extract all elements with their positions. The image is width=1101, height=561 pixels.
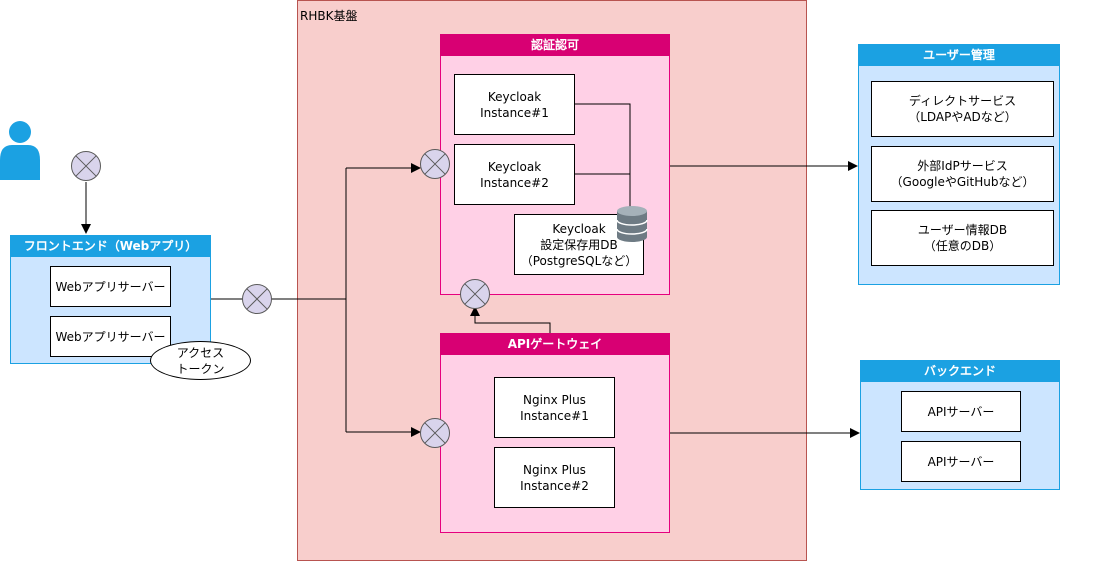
keycloak-instance-2[interactable]: Keycloak Instance#2	[454, 144, 575, 205]
access-token-ellipse[interactable]: アクセス トークン	[150, 341, 251, 380]
user-icon	[0, 121, 40, 180]
connector-gateway-entry	[420, 418, 450, 448]
connector-user	[71, 151, 101, 181]
web-app-server-2[interactable]: Webアプリサーバー	[50, 316, 171, 357]
nginx-instance-2[interactable]: Nginx Plus Instance#2	[494, 447, 615, 508]
connector-auth-entry	[420, 149, 450, 179]
keycloak-db-lines	[575, 103, 631, 214]
rhbk-platform-label: RHBK基盤	[300, 9, 358, 23]
user-info-db[interactable]: ユーザー情報DB （任意のDB）	[871, 210, 1054, 266]
keycloak-instance-1[interactable]: Keycloak Instance#1	[454, 74, 575, 135]
api-server-2[interactable]: APIサーバー	[901, 441, 1021, 482]
frontend-group-title: フロントエンド（Webアプリ）	[10, 235, 211, 257]
api-gateway-title: APIゲートウェイ	[440, 333, 670, 355]
api-server-1[interactable]: APIサーバー	[901, 391, 1021, 432]
database-icon	[616, 206, 648, 242]
auth-group-title: 認証認可	[440, 34, 670, 56]
backend-group-title: バックエンド	[860, 360, 1060, 382]
web-app-server-1[interactable]: Webアプリサーバー	[50, 266, 171, 307]
connector-auth-bottom	[460, 279, 490, 309]
nginx-instance-1[interactable]: Nginx Plus Instance#1	[494, 377, 615, 438]
connector-frontend	[242, 284, 272, 314]
directory-service[interactable]: ディレクトサービス （LDAPやADなど）	[871, 81, 1054, 137]
external-idp-service[interactable]: 外部IdPサービス （GoogleやGitHubなど）	[871, 146, 1054, 202]
frontend-to-gateway-edges	[211, 163, 421, 437]
user-management-title: ユーザー管理	[858, 44, 1060, 66]
gateway-to-auth-edge	[470, 306, 551, 333]
